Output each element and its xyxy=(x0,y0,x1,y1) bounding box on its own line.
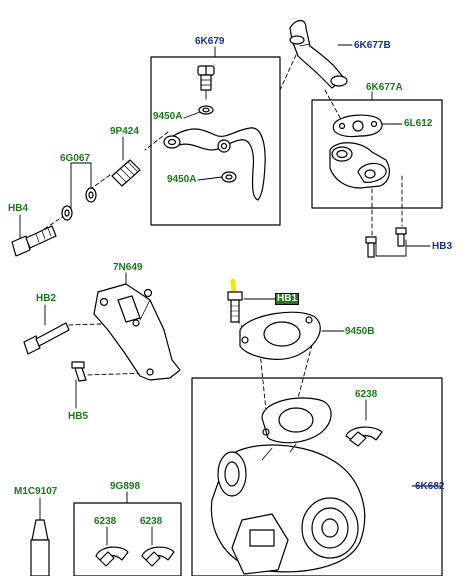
clip-6238-left-b xyxy=(141,546,175,567)
label-6l612[interactable]: 6L612 xyxy=(404,118,433,129)
bolt-hb5 xyxy=(71,361,87,382)
bolt-hb2 xyxy=(23,322,70,355)
label-9450b[interactable]: 9450B xyxy=(345,326,375,337)
label-hb5[interactable]: HB5 xyxy=(68,411,89,422)
bolt-hb3-a xyxy=(365,236,377,258)
elbow-group-box xyxy=(311,99,443,209)
label-9450a-bottom[interactable]: 9450A xyxy=(167,174,197,185)
label-9g898[interactable]: 9G898 xyxy=(110,481,141,492)
label-hb3[interactable]: HB3 xyxy=(432,241,453,252)
gasket-6l612 xyxy=(332,114,383,138)
leader-lines xyxy=(19,44,443,546)
banjo-bolt-6k679 xyxy=(197,65,215,91)
turbocharger-group-box xyxy=(191,377,443,576)
bolt-hb3-b xyxy=(395,227,407,247)
support-bracket-7n649 xyxy=(93,283,181,381)
washer-6g067-a xyxy=(85,187,97,203)
label-6238-left-a[interactable]: 6238 xyxy=(94,516,117,527)
label-6k679[interactable]: 6K679 xyxy=(195,36,225,47)
label-6g067[interactable]: 6G067 xyxy=(60,153,91,164)
oil-feed-pipe-group-box xyxy=(150,56,281,226)
washer-6g067-b xyxy=(61,205,73,221)
label-9450a-top[interactable]: 9450A xyxy=(153,111,183,122)
label-9p424[interactable]: 9P424 xyxy=(110,126,139,137)
label-7n649[interactable]: 7N649 xyxy=(113,262,143,273)
label-hb1-highlighted[interactable]: HB1 xyxy=(275,293,300,305)
sealing-washer-9450a-bottom xyxy=(221,171,237,183)
label-6k677b[interactable]: 6K677B xyxy=(354,40,391,51)
clip-6238-left-a xyxy=(95,546,129,567)
turbocharger-6k682 xyxy=(210,397,366,575)
label-hb4[interactable]: HB4 xyxy=(8,203,29,214)
dashed-alignment-lines xyxy=(39,54,403,431)
label-6238-left-b[interactable]: 6238 xyxy=(140,516,163,527)
oil-strainer-9p424 xyxy=(111,159,141,187)
clip-kit-group-box xyxy=(73,502,182,576)
bolt-hb4 xyxy=(11,225,57,257)
oil-feed-pipe xyxy=(163,127,266,201)
label-6238-right[interactable]: 6238 xyxy=(355,389,378,400)
stud-hb1-highlighted xyxy=(227,278,243,323)
label-hb2[interactable]: HB2 xyxy=(36,293,57,304)
label-6k677a[interactable]: 6K677A xyxy=(366,82,403,93)
sealant-tube-m1c9107 xyxy=(30,519,50,576)
label-6k682[interactable]: 6K682 xyxy=(415,481,445,492)
turbo-gasket-9450b xyxy=(239,311,321,360)
oil-return-elbow-6k677a xyxy=(329,142,390,189)
sealing-washer-9450a-top xyxy=(198,105,214,115)
label-m1c9107[interactable]: M1C9107 xyxy=(14,486,58,497)
clip-6238-right xyxy=(345,426,383,447)
oil-return-hose-6k677b xyxy=(289,19,348,89)
